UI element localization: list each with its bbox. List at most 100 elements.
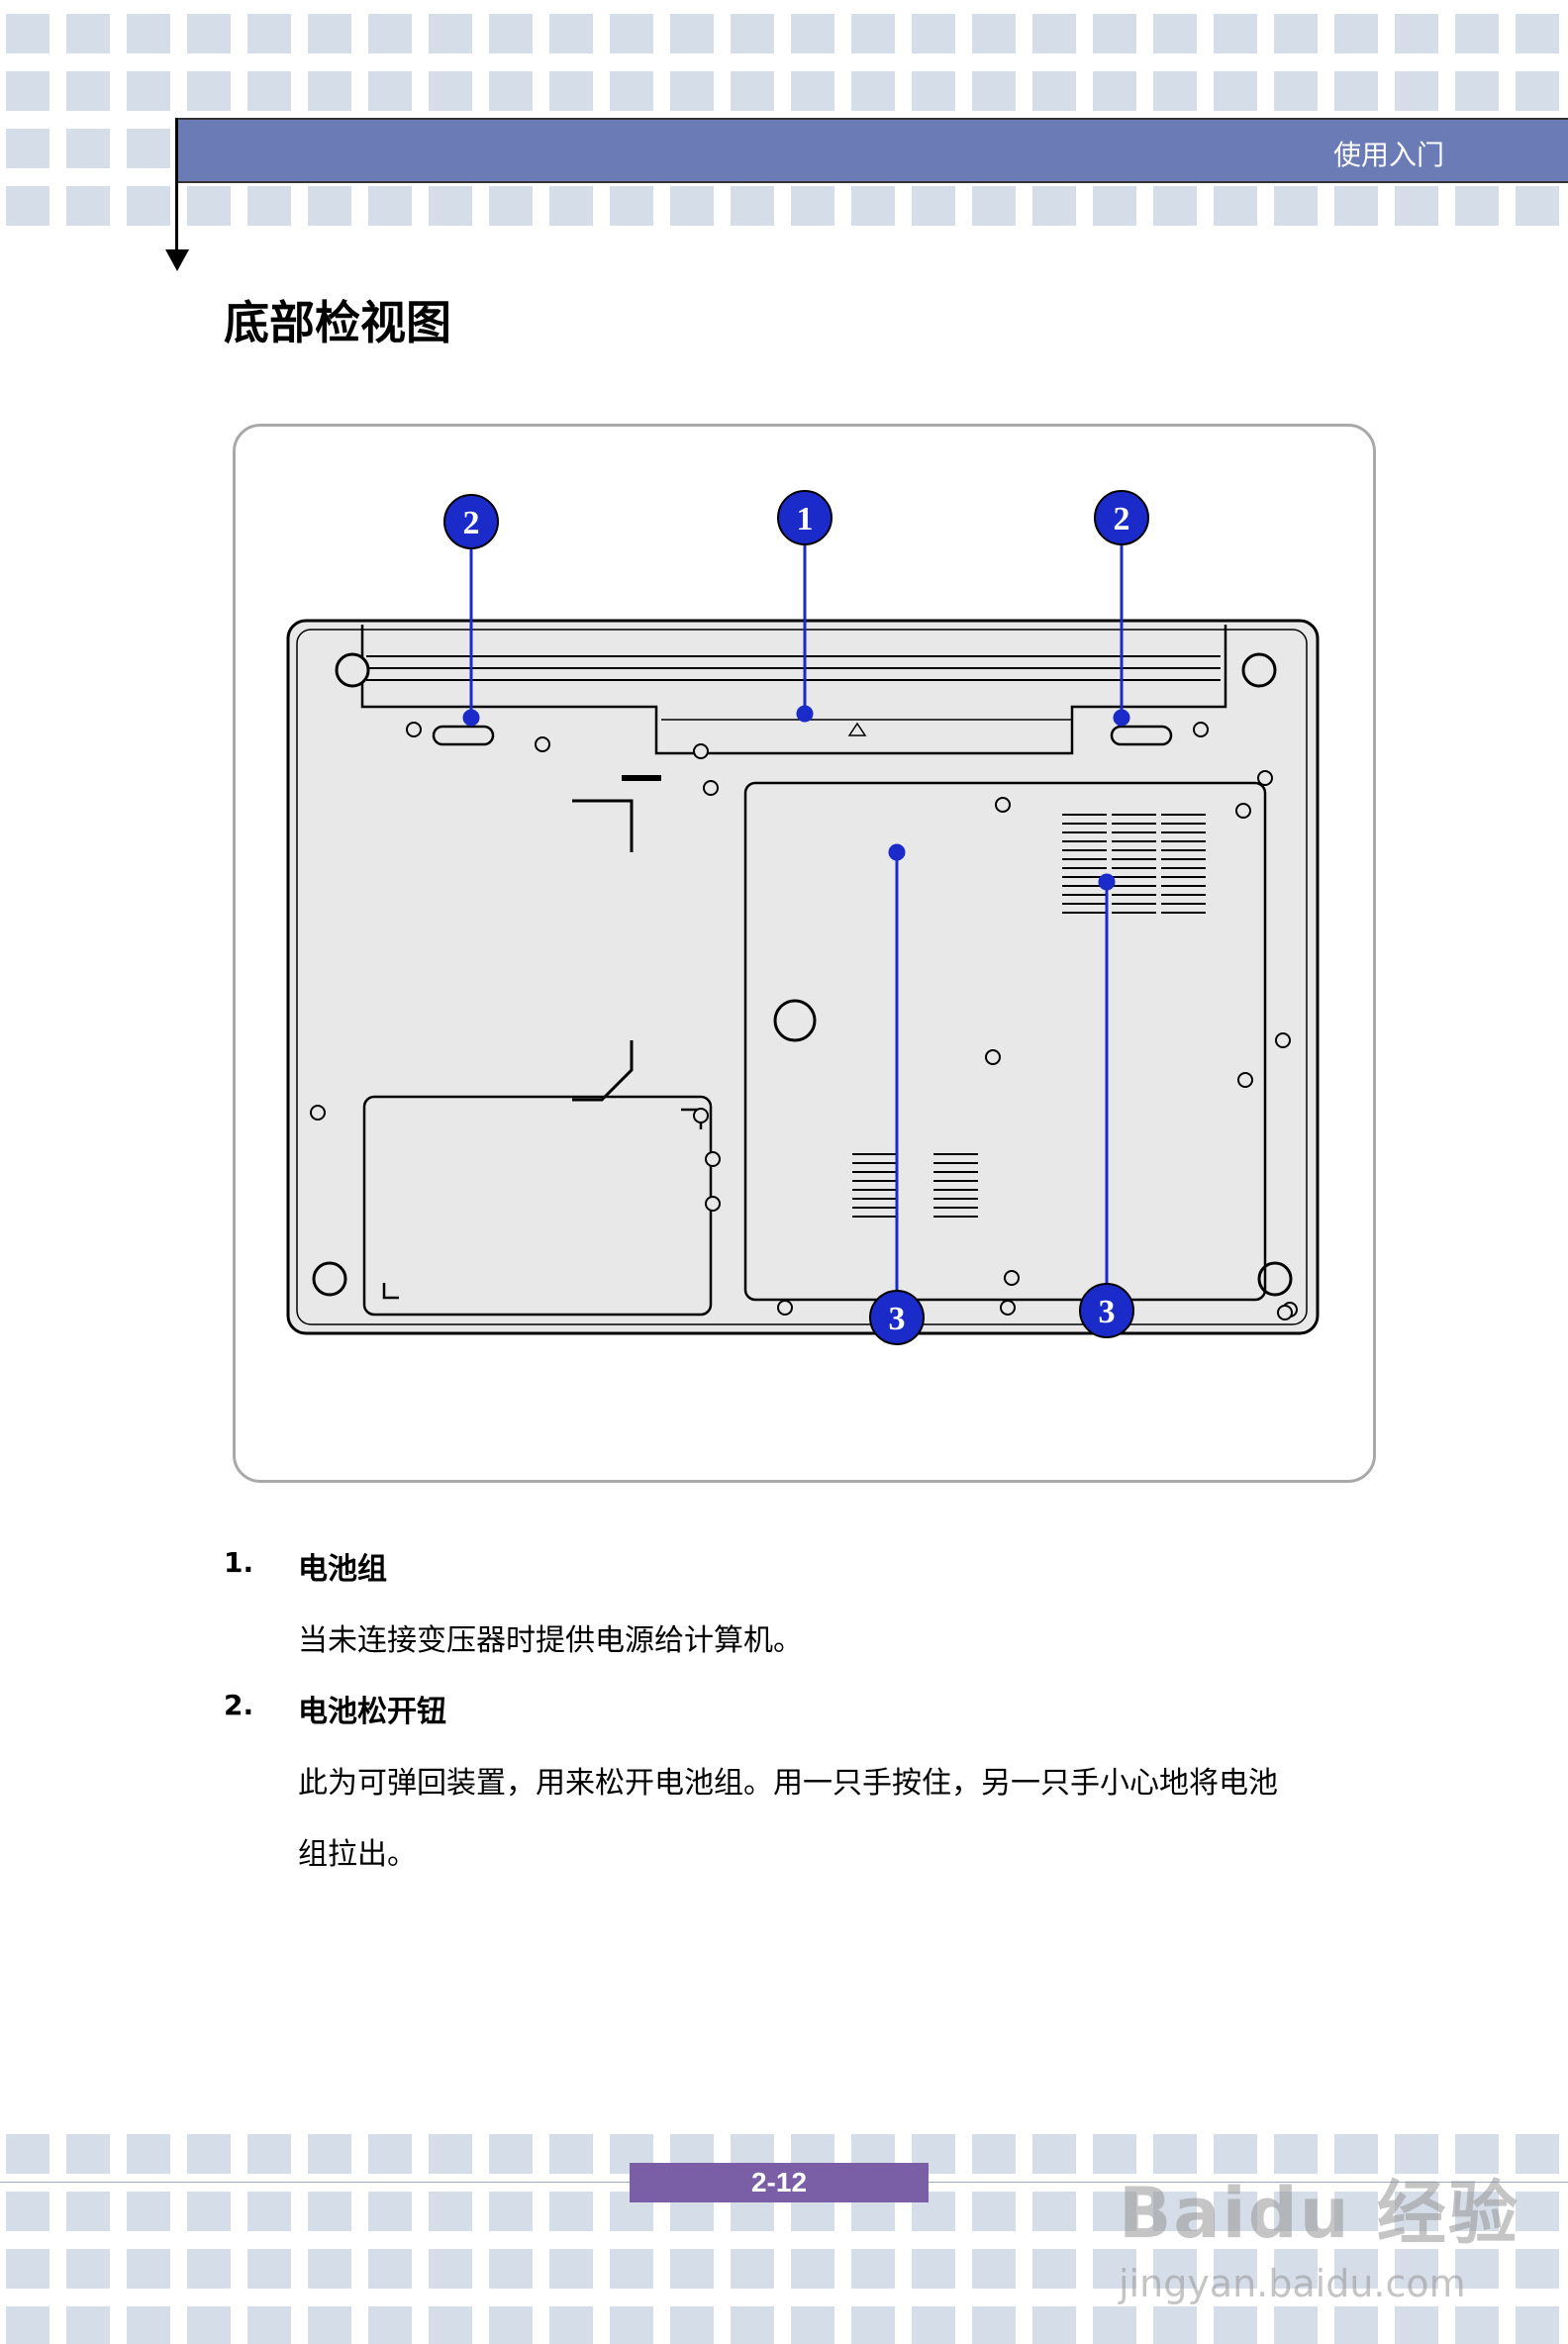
decor-tile bbox=[1153, 14, 1197, 53]
decor-tile bbox=[972, 186, 1016, 226]
decor-tile bbox=[1093, 71, 1136, 111]
decor-tile bbox=[1274, 14, 1318, 53]
decor-tile bbox=[187, 2192, 231, 2231]
decor-tile bbox=[1516, 14, 1559, 53]
decor-tile bbox=[972, 2134, 1016, 2174]
decor-tile bbox=[1395, 2306, 1438, 2344]
decor-tile bbox=[670, 14, 714, 53]
decor-tile bbox=[549, 2249, 593, 2289]
callout-3-left bbox=[869, 1290, 925, 1345]
decor-tile bbox=[429, 2249, 472, 2289]
decor-tile bbox=[549, 14, 593, 53]
decor-tile bbox=[670, 186, 714, 226]
decor-tile bbox=[1214, 2134, 1257, 2174]
decor-tile bbox=[1395, 71, 1438, 111]
decor-tile bbox=[1455, 186, 1499, 226]
decor-tile bbox=[912, 2306, 955, 2344]
decor-tile bbox=[489, 2192, 533, 2231]
decor-tile bbox=[247, 2134, 291, 2174]
decor-tile bbox=[1395, 2249, 1438, 2289]
decor-tile bbox=[489, 2249, 533, 2289]
decor-tile bbox=[66, 2306, 110, 2344]
decor-tile bbox=[247, 2306, 291, 2344]
decor-tile bbox=[6, 2306, 49, 2344]
item-title: 电池松开钮 bbox=[298, 1695, 446, 1729]
decor-tile bbox=[1214, 2192, 1257, 2231]
callout-1 bbox=[777, 490, 833, 545]
decor-tile bbox=[368, 2192, 412, 2231]
decor-tile bbox=[368, 2134, 412, 2174]
decor-tile bbox=[851, 2306, 895, 2344]
callout-1-label: 1 bbox=[797, 501, 814, 537]
decor-tile bbox=[1334, 186, 1378, 226]
decor-tile bbox=[429, 14, 472, 53]
decor-tile bbox=[66, 2249, 110, 2289]
decor-tile bbox=[127, 71, 170, 111]
decor-tile bbox=[368, 2306, 412, 2344]
decor-tile bbox=[1395, 2134, 1438, 2174]
decor-tile bbox=[549, 2134, 593, 2174]
callout-2-label: 2 bbox=[463, 505, 480, 541]
callout-2-label: 2 bbox=[1114, 501, 1130, 537]
decor-tile bbox=[66, 129, 110, 168]
decor-tile bbox=[1274, 2249, 1318, 2289]
decor-tile bbox=[1153, 2306, 1197, 2344]
laptop-bottom-diagram: 1 2 2 3 3 bbox=[286, 490, 1320, 1345]
decor-tile bbox=[1214, 186, 1257, 226]
decor-tile bbox=[1153, 186, 1197, 226]
decor-tile bbox=[368, 186, 412, 226]
screw bbox=[1235, 803, 1251, 819]
decor-tile bbox=[549, 2192, 593, 2231]
decor-tile bbox=[791, 186, 834, 226]
decor-tile bbox=[66, 186, 110, 226]
decor-tile bbox=[6, 129, 49, 168]
callout-3-right bbox=[1079, 1283, 1134, 1338]
decor-tile bbox=[1214, 14, 1257, 53]
decor-tile bbox=[1334, 71, 1378, 111]
decor-tile bbox=[308, 2134, 351, 2174]
decor-tile bbox=[851, 71, 895, 111]
decor-tile bbox=[66, 2192, 110, 2231]
decor-tile bbox=[1455, 71, 1499, 111]
decor-tile bbox=[247, 2192, 291, 2231]
screw bbox=[705, 1151, 721, 1167]
decor-tile bbox=[972, 2192, 1016, 2231]
decor-tile bbox=[1455, 2192, 1499, 2231]
decor-tile bbox=[429, 2192, 472, 2231]
decor-tile bbox=[247, 14, 291, 53]
decor-tile bbox=[670, 2249, 714, 2289]
decor-tile bbox=[549, 71, 593, 111]
decor-tile bbox=[6, 2249, 49, 2289]
decor-tile bbox=[610, 186, 653, 226]
decor-tile bbox=[610, 2306, 653, 2344]
decor-tile bbox=[1334, 2249, 1378, 2289]
decor-tile bbox=[6, 186, 49, 226]
decor-tile bbox=[1153, 2192, 1197, 2231]
decor-tile bbox=[1334, 2192, 1378, 2231]
decor-tile bbox=[489, 2306, 533, 2344]
decor-tile bbox=[731, 14, 774, 53]
decor-tile bbox=[1455, 2134, 1499, 2174]
decor-tile bbox=[368, 2249, 412, 2289]
decor-tile bbox=[1334, 14, 1378, 53]
decor-tile bbox=[429, 2134, 472, 2174]
decor-tile bbox=[127, 186, 170, 226]
decor-tile bbox=[851, 14, 895, 53]
decor-tile bbox=[1093, 2306, 1136, 2344]
decor-tile bbox=[1516, 2134, 1559, 2174]
decor-tile bbox=[912, 2249, 955, 2289]
decor-tile bbox=[308, 71, 351, 111]
decor-tile bbox=[791, 71, 834, 111]
page-number: 2-12 bbox=[630, 2163, 929, 2202]
decor-tile bbox=[1214, 71, 1257, 111]
item-title: 电池组 bbox=[298, 1552, 387, 1587]
decor-tile bbox=[1395, 14, 1438, 53]
decor-tile bbox=[1032, 186, 1076, 226]
decor-tile bbox=[972, 71, 1016, 111]
decor-tile bbox=[1093, 2249, 1136, 2289]
decor-tile bbox=[549, 186, 593, 226]
screw bbox=[310, 1105, 326, 1121]
decor-tile bbox=[429, 71, 472, 111]
decor-tile bbox=[429, 186, 472, 226]
decor-tile bbox=[6, 2192, 49, 2231]
